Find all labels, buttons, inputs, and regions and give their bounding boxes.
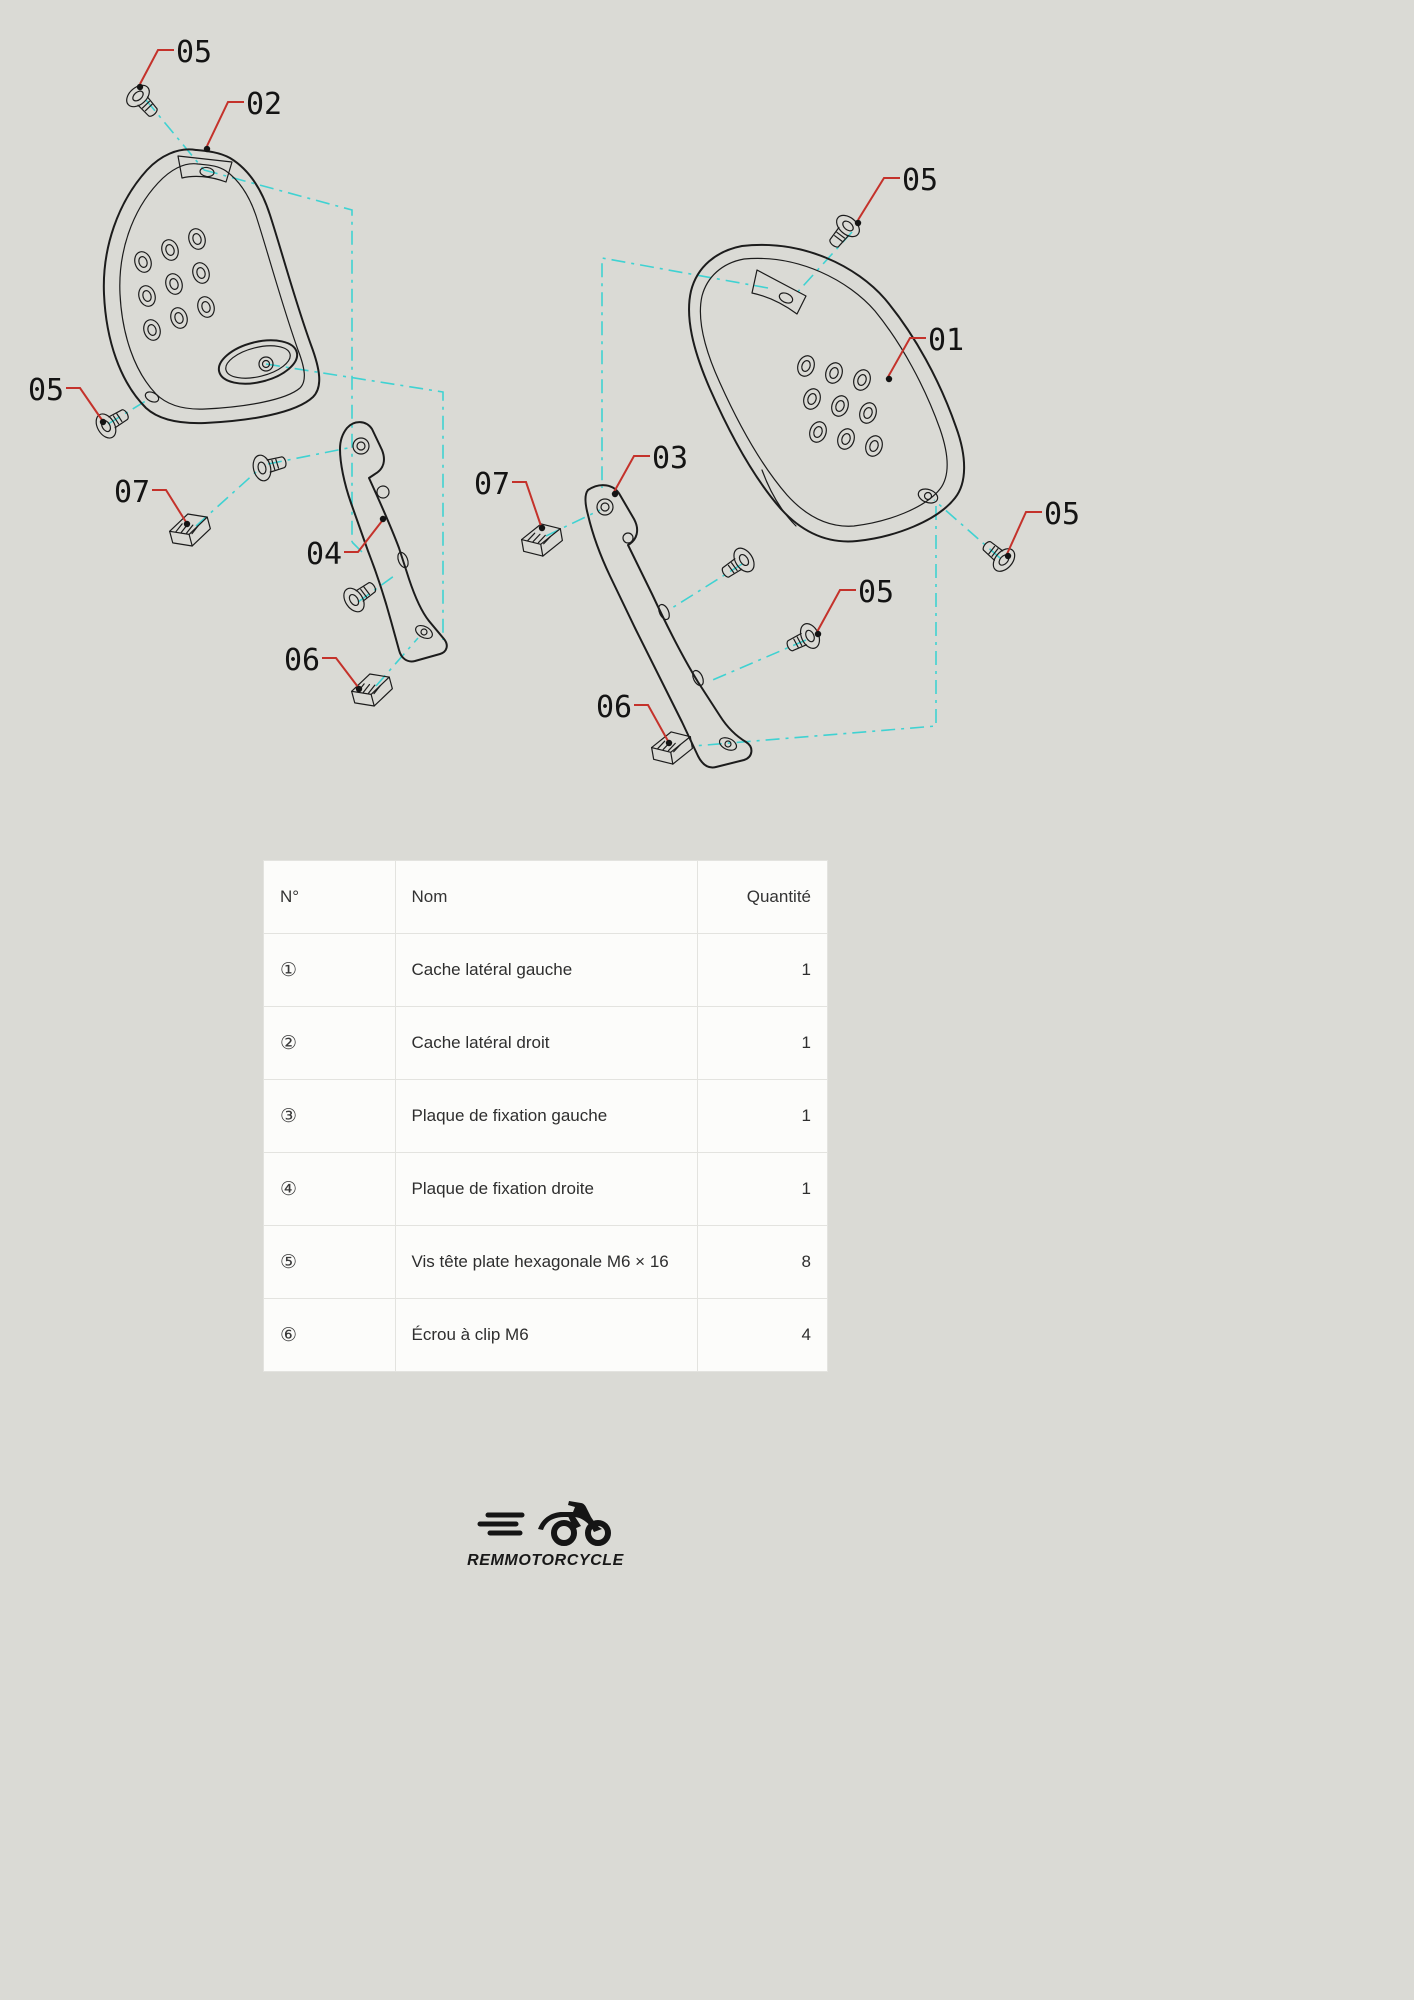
part-number-cell: ⑤ <box>263 1225 396 1299</box>
callout-nut-left: 06 <box>284 643 320 678</box>
callout-screw-far-right: 05 <box>1044 497 1080 532</box>
part-number-cell: ① <box>263 933 396 1007</box>
callout-bracket-left: 04 <box>306 537 342 572</box>
part-name-cell: Cache latéral gauche <box>394 933 698 1007</box>
part-qty-cell: 1 <box>696 933 829 1007</box>
callout-screw-mid-right: 05 <box>858 575 894 610</box>
callout-bracket-right: 03 <box>652 441 688 476</box>
callout-leader-lines <box>66 49 1042 747</box>
brand-name: REMMOTORCYCLE <box>467 1552 624 1569</box>
brand-footer: REMMOTORCYCLE <box>263 1487 828 1570</box>
part-qty-cell: 1 <box>696 1079 829 1153</box>
col-header-number: N° <box>263 860 396 934</box>
part-name-cell: Plaque de fixation droite <box>394 1152 698 1226</box>
part-name-cell: Cache latéral droit <box>394 1006 698 1080</box>
table-row: ① Cache latéral gauche 1 <box>263 933 829 1007</box>
part-number-cell: ④ <box>263 1152 396 1226</box>
part-right-side-cover <box>688 243 966 543</box>
col-header-quantity: Quantité <box>696 860 829 934</box>
motorcycle-logo-icon <box>477 1501 611 1546</box>
table-row: ⑤ Vis tête plate hexagonale M6 × 16 8 <box>263 1225 829 1299</box>
table-row: ④ Plaque de fixation droite 1 <box>263 1152 829 1226</box>
exploded-parts-diagram: 05 02 05 07 04 06 07 03 06 05 01 05 05 <box>28 35 1080 769</box>
callout-nut-right: 06 <box>596 690 632 725</box>
table-header-row: N° Nom Quantité <box>263 860 829 934</box>
table-row: ③ Plaque de fixation gauche 1 <box>263 1079 829 1153</box>
part-qty-cell: 1 <box>696 1152 829 1226</box>
callout-clip-right: 07 <box>474 467 510 502</box>
part-qty-cell: 8 <box>696 1225 829 1299</box>
col-header-name: Nom <box>394 860 698 934</box>
part-qty-cell: 4 <box>696 1298 829 1372</box>
part-name-cell: Plaque de fixation gauche <box>394 1079 698 1153</box>
part-screws <box>91 80 1020 659</box>
parts-table: N° Nom Quantité ① Cache latéral gauche 1… <box>263 860 829 1372</box>
part-qty-cell: 1 <box>696 1006 829 1080</box>
part-number-cell: ⑥ <box>263 1298 396 1372</box>
callout-screw-top-left: 05 <box>176 35 212 70</box>
table-row: ② Cache latéral droit 1 <box>263 1006 829 1080</box>
part-number-cell: ② <box>263 1006 396 1080</box>
part-number-cell: ③ <box>263 1079 396 1153</box>
part-name-cell: Écrou à clip M6 <box>394 1298 698 1372</box>
callout-labels: 05 02 05 07 04 06 07 03 06 05 01 05 05 <box>28 35 1080 725</box>
callout-screw-top-right: 05 <box>902 163 938 198</box>
part-name-cell: Vis tête plate hexagonale M6 × 16 <box>394 1225 698 1299</box>
part-right-mounting-plate <box>584 484 753 769</box>
callout-clip-left: 07 <box>114 475 150 510</box>
callout-screw-left: 05 <box>28 373 64 408</box>
part-left-mounting-plate <box>339 421 448 663</box>
callout-cover-left: 02 <box>246 87 282 122</box>
table-row: ⑥ Écrou à clip M6 4 <box>263 1298 829 1372</box>
callout-cover-right: 01 <box>928 323 964 358</box>
part-left-side-cover <box>102 148 321 425</box>
